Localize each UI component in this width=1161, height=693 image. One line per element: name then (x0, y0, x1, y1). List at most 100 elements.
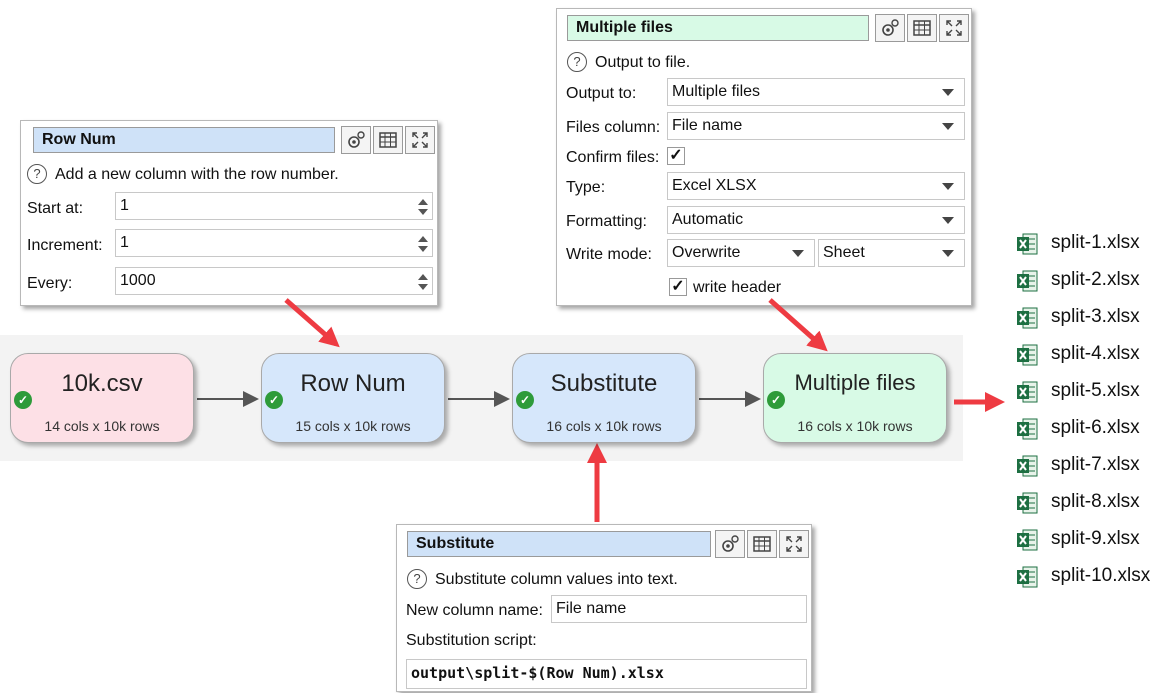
file-name: split-6.xlsx (1051, 417, 1140, 438)
write-mode-select[interactable]: Overwrite (667, 239, 815, 267)
write-target-value: Sheet (823, 244, 865, 261)
node-multiple-files[interactable]: Multiple files 16 cols x 10k rows ✓ (763, 353, 947, 443)
node-title: Substitute (550, 370, 658, 397)
confirm-files-label: Confirm files: (566, 149, 660, 166)
files-column-select[interactable]: File name (667, 112, 965, 140)
file-name: split-1.xlsx (1051, 232, 1140, 253)
excel-file-icon (1017, 418, 1038, 440)
node-substitute[interactable]: Substitute 16 cols x 10k rows ✓ (512, 353, 696, 443)
node-subtitle: 14 cols x 10k rows (44, 418, 160, 434)
table-view-icon (913, 20, 931, 36)
new-column-name-label: New column name: (406, 602, 543, 619)
increment-input[interactable]: 1 (115, 229, 433, 257)
excel-file-icon (1017, 344, 1038, 366)
spinner-arrows-icon[interactable] (416, 195, 430, 219)
check-circle-icon: ✓ (767, 391, 785, 409)
panel-description: Output to file. (595, 54, 691, 71)
maximize-icon (786, 536, 802, 552)
formatting-select[interactable]: Automatic (667, 206, 965, 234)
node-10k-csv[interactable]: 10k.csv 14 cols x 10k rows ✓ (10, 353, 194, 443)
excel-file-icon (1017, 270, 1038, 292)
start-at-input[interactable]: 1 (115, 192, 433, 220)
table-view-button[interactable] (373, 126, 403, 154)
check-circle-icon: ✓ (265, 391, 283, 409)
chevron-down-icon (792, 250, 804, 257)
increment-label: Increment: (27, 237, 103, 254)
node-subtitle: 15 cols x 10k rows (295, 418, 411, 434)
new-column-name-input[interactable]: File name (551, 595, 807, 623)
spinner-arrows-icon[interactable] (416, 270, 430, 294)
file-name: split-4.xlsx (1051, 343, 1140, 364)
output-to-select[interactable]: Multiple files (667, 78, 965, 106)
excel-file-icon (1017, 566, 1038, 588)
chevron-down-icon (942, 250, 954, 257)
multiple-files-panel: Multiple files ? Output to file. Output … (556, 8, 972, 306)
help-icon[interactable]: ? (567, 52, 587, 72)
settings-button[interactable] (715, 530, 745, 558)
node-row-num[interactable]: Row Num 15 cols x 10k rows ✓ (261, 353, 445, 443)
write-header-checkbox[interactable]: ✓ (669, 278, 687, 296)
write-mode-value: Overwrite (672, 244, 741, 261)
file-name: split-5.xlsx (1051, 380, 1140, 401)
chevron-down-icon (942, 89, 954, 96)
confirm-files-checkbox[interactable]: ✓ (667, 147, 685, 165)
maximize-icon (946, 20, 962, 36)
file-name: split-10.xlsx (1051, 565, 1151, 586)
table-view-button[interactable] (907, 14, 937, 42)
chevron-down-icon (942, 123, 954, 130)
formatting-label: Formatting: (566, 213, 647, 230)
spinner-arrows-icon[interactable] (416, 232, 430, 256)
maximize-button[interactable] (779, 530, 809, 558)
start-at-value: 1 (120, 197, 129, 214)
file-name: split-3.xlsx (1051, 306, 1140, 327)
substitute-panel: Substitute ? Substitute column values in… (396, 524, 812, 692)
formatting-value: Automatic (672, 211, 744, 228)
node-subtitle: 16 cols x 10k rows (797, 418, 913, 434)
substitution-script-editor[interactable]: output\split-$(Row Num).xlsx (406, 659, 807, 689)
file-name: split-2.xlsx (1051, 269, 1140, 290)
table-view-icon (379, 132, 397, 148)
write-target-select[interactable]: Sheet (818, 239, 965, 267)
type-label: Type: (566, 179, 606, 196)
gear-icon (348, 131, 365, 148)
files-column-label: Files column: (566, 119, 661, 136)
panel-header: Multiple files (557, 9, 971, 45)
file-name: split-9.xlsx (1051, 528, 1140, 549)
panel-description: Add a new column with the row number. (55, 166, 339, 183)
panel-title[interactable]: Multiple files (567, 15, 869, 41)
excel-file-icon (1017, 492, 1038, 514)
write-mode-label: Write mode: (566, 246, 652, 263)
help-icon[interactable]: ? (27, 164, 47, 184)
write-header-label: write header (693, 279, 782, 296)
node-subtitle: 16 cols x 10k rows (546, 418, 662, 434)
maximize-button[interactable] (405, 126, 435, 154)
excel-file-icon (1017, 529, 1038, 551)
help-icon[interactable]: ? (407, 569, 427, 589)
table-view-icon (753, 536, 771, 552)
output-to-value: Multiple files (672, 83, 761, 100)
type-select[interactable]: Excel XLSX (667, 172, 965, 200)
new-column-name-value: File name (556, 600, 627, 617)
chevron-down-icon (942, 183, 954, 190)
excel-file-icon (1017, 233, 1038, 255)
callout-arrow (768, 298, 828, 352)
table-view-button[interactable] (747, 530, 777, 558)
maximize-button[interactable] (939, 14, 969, 42)
every-input[interactable]: 1000 (115, 267, 433, 295)
files-column-value: File name (672, 117, 743, 134)
chevron-down-icon (942, 217, 954, 224)
maximize-icon (412, 132, 428, 148)
file-name: split-7.xlsx (1051, 454, 1140, 475)
every-value: 1000 (120, 272, 156, 289)
type-value: Excel XLSX (672, 177, 757, 194)
panel-title[interactable]: Substitute (407, 531, 711, 557)
settings-button[interactable] (875, 14, 905, 42)
node-title: 10k.csv (61, 370, 143, 397)
settings-button[interactable] (341, 126, 371, 154)
panel-header: Substitute (397, 525, 811, 561)
callout-arrow (284, 298, 340, 348)
node-title: Row Num (300, 370, 406, 397)
panel-title[interactable]: Row Num (33, 127, 335, 153)
row-num-panel: Row Num ? Add a new column with the row … (20, 120, 438, 306)
